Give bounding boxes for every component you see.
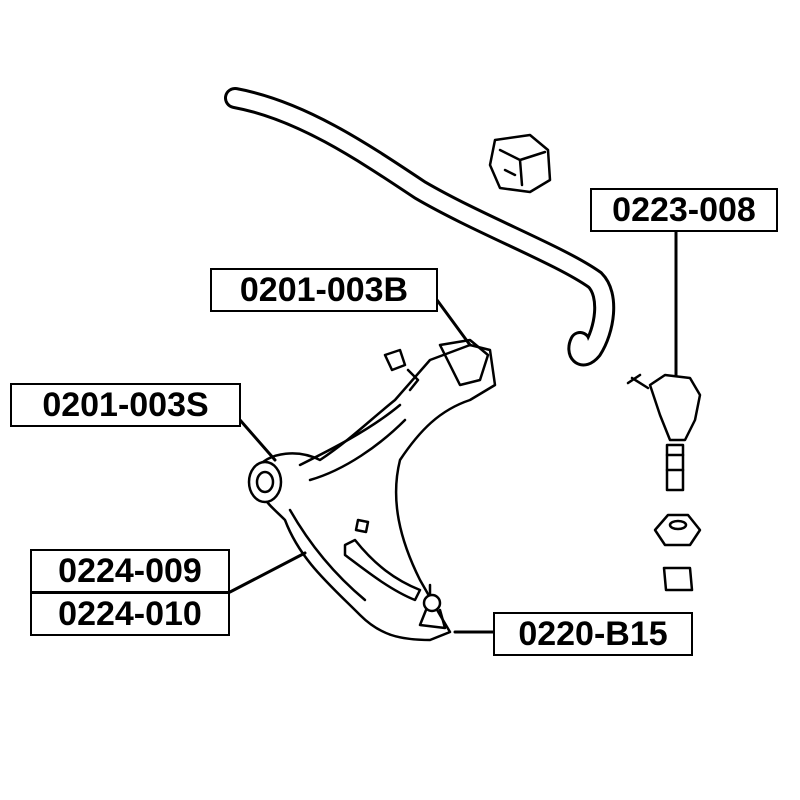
part-label-arm-right: 0224-010 [30, 592, 230, 636]
part-label-arm-left: 0224-009 [30, 549, 230, 593]
stabilizer-bar [224, 87, 616, 367]
stabilizer-link-drawing [626, 373, 702, 592]
part-label-ball-joint: 0220-B15 [493, 612, 693, 656]
ball-joint-drawing [418, 583, 447, 630]
part-label-bushing-rear: 0201-003B [210, 268, 438, 312]
stabilizer-bushing [488, 133, 552, 194]
lower-control-arm [253, 338, 497, 642]
front-bushing [247, 460, 283, 504]
part-label-link: 0223-008 [590, 188, 778, 232]
leader-lines [228, 230, 678, 634]
part-label-bushing-front: 0201-003S [10, 383, 241, 427]
